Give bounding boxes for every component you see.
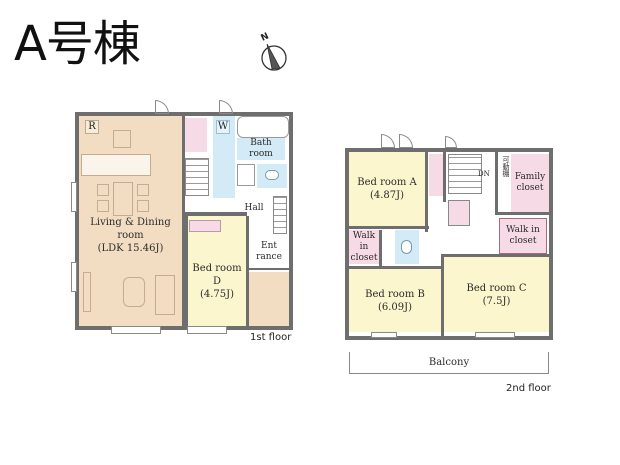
door-swing: [219, 100, 233, 114]
living-dining-room: Living & Dining room (LDK 15.46J): [79, 116, 182, 326]
door-swing: [445, 136, 457, 148]
window: [111, 326, 161, 334]
wash-basin: [237, 164, 255, 186]
window: [475, 332, 515, 338]
building-title: A号棟: [14, 16, 141, 72]
movable-shelf-label: 可動棚: [502, 156, 510, 177]
chair: [137, 200, 149, 212]
walk-in-b-line1: Walk in: [352, 230, 376, 252]
ldk-name-line1: Living & Dining: [90, 216, 171, 228]
window: [187, 326, 227, 334]
kitchen-hood-icon: [113, 130, 131, 148]
bedroom-a: Bed room A (4.87J): [349, 152, 425, 226]
entrance-label-line1: Ent: [261, 241, 277, 251]
second-floor-plan: Bed room A (4.87J) DN 可動棚 Family closet …: [345, 134, 553, 340]
hall: Hall: [243, 198, 265, 218]
bedroom-d-size: (4.75J): [199, 288, 235, 300]
hall-label: Hall: [244, 202, 264, 213]
toilet-icon: [265, 170, 279, 180]
refrigerator-tag: R: [85, 120, 99, 134]
toilet-room: [395, 230, 419, 264]
second-floor-label: 2nd floor: [506, 383, 551, 394]
dining-table: [113, 182, 133, 216]
walk-in-closet-c: Walk in closet: [499, 218, 547, 254]
washer-tag: W: [216, 120, 230, 134]
entrance-floor: [249, 272, 289, 326]
interior-wall: [495, 152, 498, 214]
bedroom-a-closet: [429, 154, 443, 196]
first-floor-label: 1st floor: [250, 332, 292, 343]
walk-in-c-line2: closet: [509, 236, 537, 246]
interior-wall: [185, 216, 188, 326]
interior-wall: [349, 226, 429, 229]
chair: [137, 184, 149, 196]
chair: [97, 184, 109, 196]
balcony: Balcony: [349, 352, 549, 374]
bathtub: [237, 116, 289, 138]
staircase: [448, 154, 482, 194]
balcony-label: Balcony: [428, 357, 470, 368]
walk-in-b-line2: closet: [350, 252, 378, 263]
family-closet-line1: Family: [514, 172, 546, 182]
toilet-icon: [401, 240, 412, 254]
bedroom-c-name: Bed room C: [466, 282, 527, 294]
interior-wall: [441, 254, 444, 336]
bedroom-b: Bed room B (6.09J): [349, 269, 441, 332]
ldk-size: (LDK 15.46J): [97, 242, 164, 254]
toilet-room: [257, 164, 287, 188]
walk-in-c-line1: Walk in: [506, 225, 540, 235]
first-floor-plan: Living & Dining room (LDK 15.46J) R W Ba…: [71, 100, 293, 334]
bedroom-b-name: Bed room B: [365, 288, 425, 300]
ldk-name-line2: room: [117, 229, 144, 241]
svg-text:N: N: [260, 31, 271, 43]
door-swing: [381, 134, 395, 148]
interior-wall: [246, 216, 249, 326]
down-indicator: DN: [478, 170, 490, 178]
interior-wall: [379, 230, 382, 266]
walk-in-closet-b: Walk in closet: [349, 230, 379, 264]
window: [71, 262, 77, 292]
entrance-label-line2: rance: [256, 252, 282, 262]
bedroom-d-closet: [189, 220, 221, 232]
bath-label-line2: room: [249, 149, 273, 159]
sofa: [155, 275, 175, 315]
bedroom-a-name: Bed room A: [357, 177, 417, 188]
interior-wall: [495, 212, 549, 215]
bedroom-b-size: (6.09J): [377, 301, 413, 313]
bath-label-line1: Bath: [250, 138, 272, 148]
storage-closet: [185, 118, 207, 152]
bedroom-d: Bed room D (4.75J): [188, 216, 246, 326]
interior-wall: [441, 254, 549, 257]
family-closet: Family closet: [511, 154, 549, 212]
coffee-table: [123, 277, 145, 307]
interior-wall: [425, 152, 428, 232]
interior-wall: [349, 266, 445, 269]
window: [71, 182, 77, 212]
chair: [97, 200, 109, 212]
bedroom-a-size: (4.87J): [369, 190, 405, 201]
bedroom-d-name: Bed room D: [192, 262, 242, 287]
interior-wall: [182, 116, 185, 326]
door-swing: [399, 134, 413, 148]
door-swing: [155, 100, 169, 114]
bedroom-c: Bed room C (7.5J): [444, 257, 549, 332]
north-arrow-icon: N: [256, 30, 292, 74]
bath-room: Bath room: [237, 138, 285, 160]
interior-wall: [249, 268, 289, 270]
hall-steps: [273, 196, 287, 234]
family-closet-line2: closet: [516, 183, 544, 193]
entrance: Ent rance: [249, 238, 289, 266]
tv-stand: [83, 272, 91, 312]
interior-wall: [443, 152, 446, 202]
staircase: [185, 158, 209, 196]
bedroom-c-size: (7.5J): [482, 295, 511, 307]
interior-wall: [182, 212, 247, 216]
washroom: [213, 116, 235, 198]
window: [371, 332, 397, 338]
kitchen-counter: [81, 154, 151, 176]
hall-storage: [448, 200, 470, 226]
